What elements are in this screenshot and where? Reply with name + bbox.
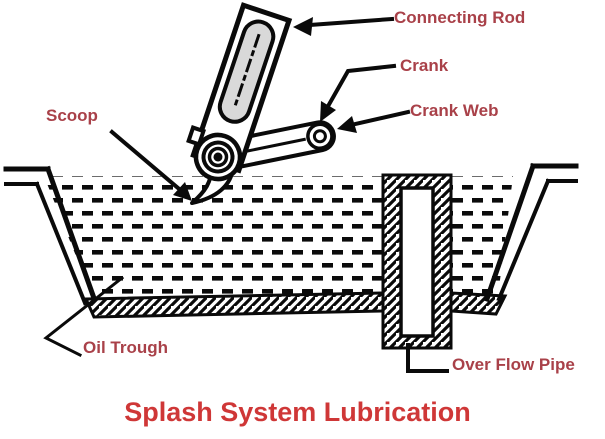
label-connecting-rod: Connecting Rod: [394, 8, 526, 27]
label-oil-trough: Oil Trough: [83, 338, 168, 357]
big-end-bearing: [193, 132, 243, 182]
label-overflow-pipe: Over Flow Pipe: [452, 355, 575, 374]
trough-bottom-left: [83, 291, 385, 319]
crank-arrowhead: [320, 101, 336, 122]
diagram-title: Splash System Lubrication: [124, 397, 471, 427]
connecting-rod-leader: [307, 16, 395, 28]
big-end-tab: [186, 125, 207, 147]
label-crank-web: Crank Web: [410, 101, 499, 120]
connecting-rod-shape: [186, 2, 293, 182]
crank-web-arrowhead: [337, 116, 357, 133]
oil-trough-walls: [3, 162, 579, 319]
label-connectors: [43, 16, 449, 373]
connecting-rod-arrowhead: [293, 17, 313, 36]
crank-leader: [324, 63, 397, 111]
trough-bottom-right: [449, 291, 508, 316]
overflow-pipe-bore: [399, 186, 435, 338]
scoop-leader: [109, 129, 181, 191]
scoop-arrowhead: [173, 182, 192, 201]
overflow-pipe: [381, 173, 453, 350]
oil-trough-leader: [43, 275, 125, 358]
label-crank: Crank: [400, 56, 449, 75]
overflow-pipe-leader: [406, 343, 449, 373]
label-scoop: Scoop: [46, 106, 98, 125]
crank-web-link: [224, 120, 336, 171]
crank-web-leader: [348, 109, 411, 128]
